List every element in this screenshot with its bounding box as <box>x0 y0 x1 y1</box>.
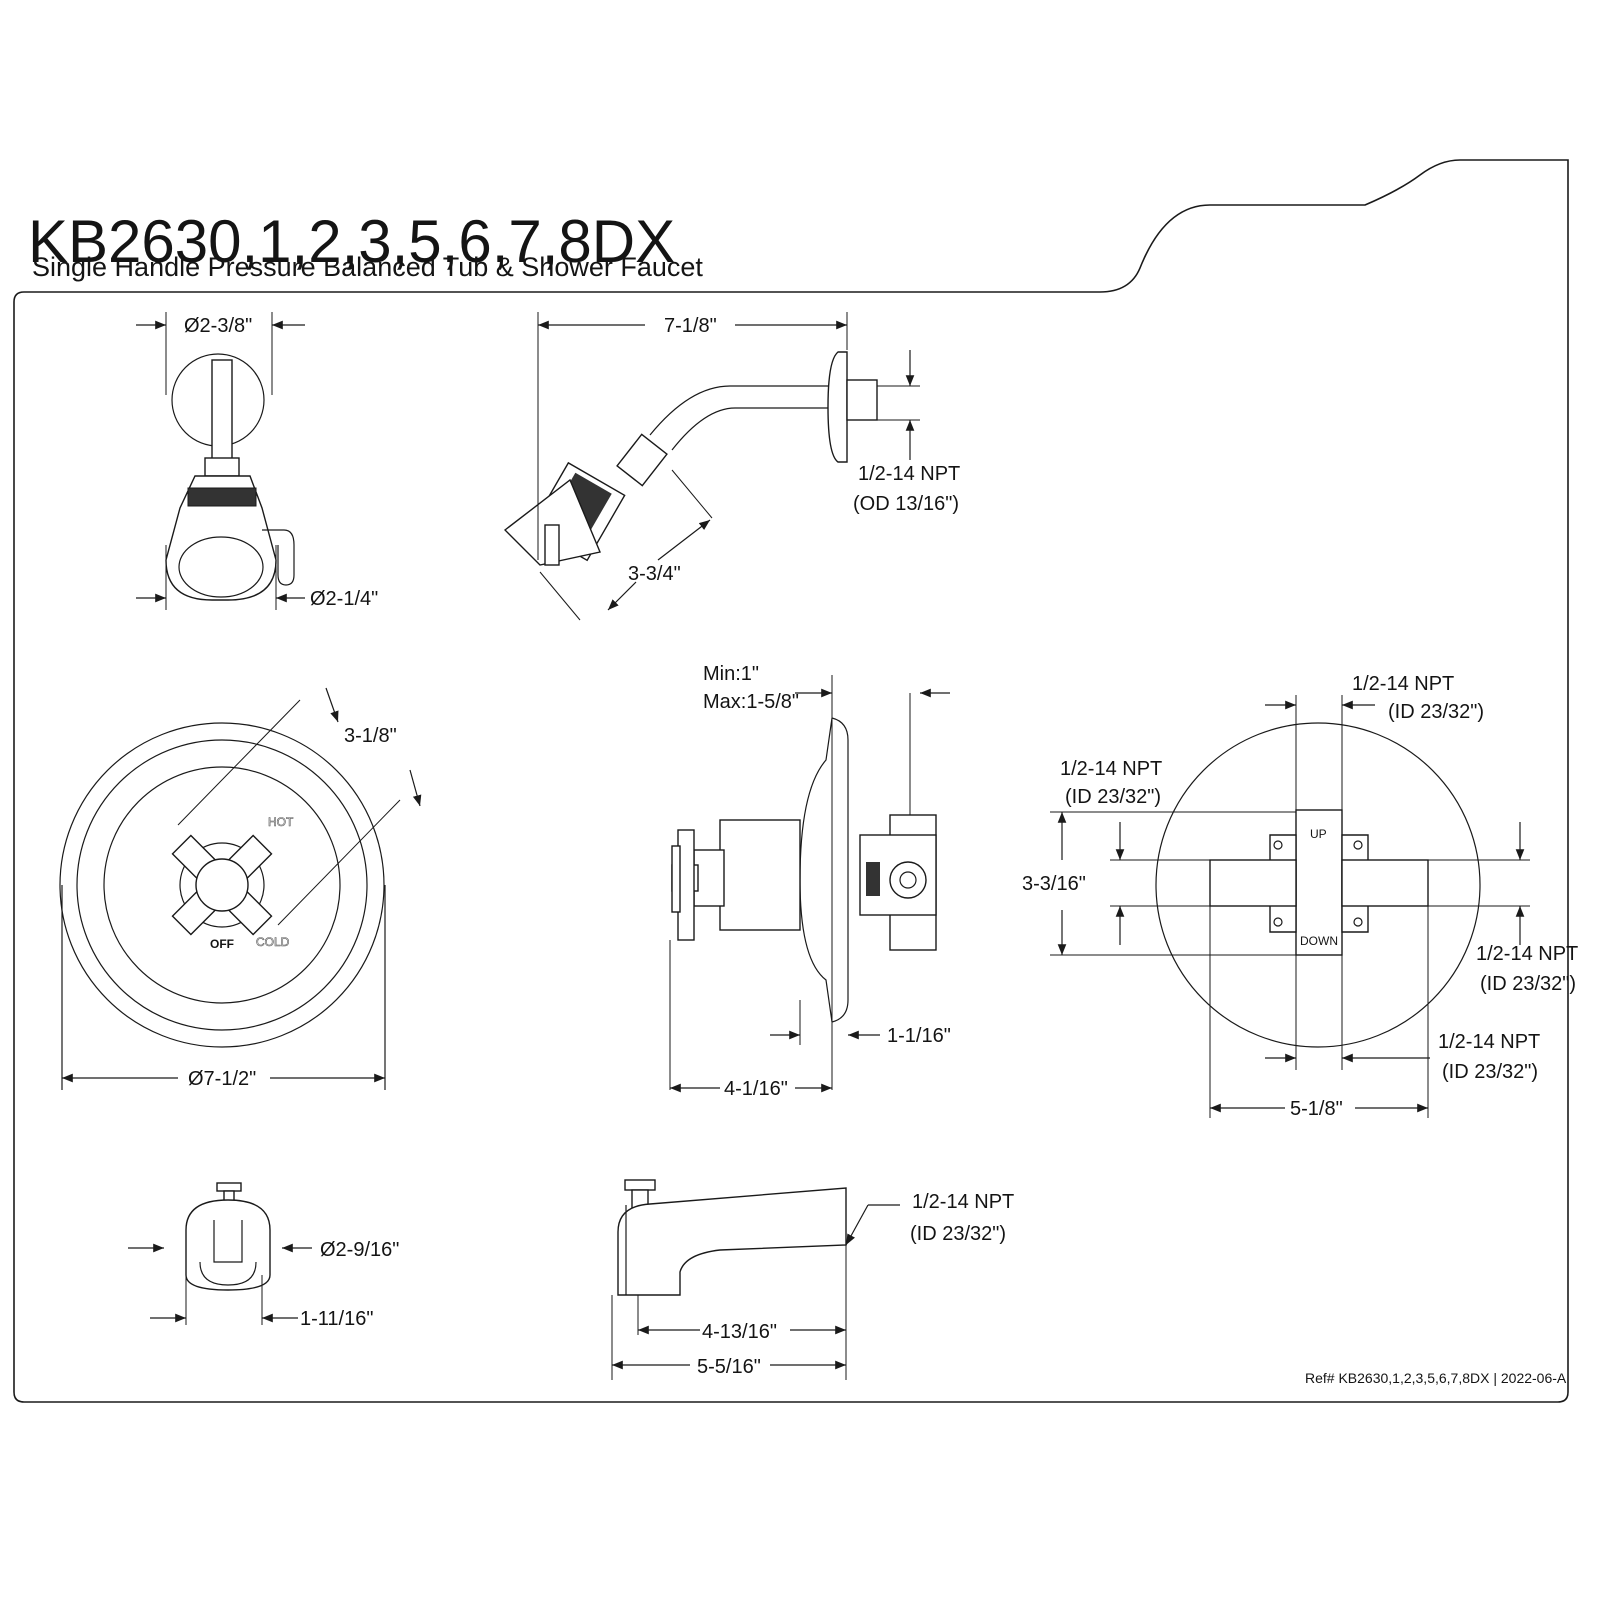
tub-spout-side-view: 1/2-14 NPT (ID 23/32") 4-13/16" 5-5/16" <box>611 1179 1014 1380</box>
off-label: OFF <box>210 937 234 951</box>
hot-label: HOT <box>268 815 294 829</box>
handle-depth-label: 4-1/16" <box>724 1078 788 1100</box>
shower-head-front-view: Ø2-3/8" Ø2-1/4" <box>136 312 378 610</box>
cross-handle <box>171 834 273 936</box>
wall-label-line2: Max:1-5/8" <box>703 691 799 713</box>
body-width-label: 5-1/8" <box>1290 1098 1343 1120</box>
tub-spout-front-view: Ø2-9/16" 1-11/16" <box>128 1182 399 1330</box>
inlet-label-line2: (ID 23/32") <box>910 1223 1006 1245</box>
shower-head-side-view: 7-1/8" 1/2-14 NPT (OD 13/16") 3-3/4" <box>503 312 960 621</box>
thread-label-line2: (OD 13/16") <box>853 493 959 515</box>
top-port-line1: 1/2-14 NPT <box>1352 673 1454 695</box>
port-spacing-label: 3-3/16" <box>1022 873 1086 895</box>
head-length-label: 3-3/4" <box>628 563 681 585</box>
thread-label-line1: 1/2-14 NPT <box>858 463 960 485</box>
handle-span-label: 3-1/8" <box>344 725 397 747</box>
reach-total-label: 5-5/16" <box>697 1356 761 1378</box>
bottom-port-line2: (ID 23/32") <box>1442 1061 1538 1083</box>
down-label: DOWN <box>1300 934 1338 948</box>
arm-length-label: 7-1/8" <box>664 315 717 337</box>
flange-dia-label: Ø2-3/8" <box>184 315 252 337</box>
spout-dia-label: Ø2-9/16" <box>320 1239 399 1261</box>
trim-plate-front-view: HOT OFF COLD 3-1/8" Ø7-1/2" <box>59 687 422 1090</box>
drawing-title: KB2630,1,2,3,5,6,7,8DX <box>28 208 675 275</box>
plate-dia-label: Ø7-1/2" <box>188 1068 256 1090</box>
top-port-line2: (ID 23/32") <box>1388 701 1484 723</box>
cold-label: COLD <box>256 935 290 949</box>
inlet-label-line1: 1/2-14 NPT <box>912 1191 1014 1213</box>
bottom-port-line1: 1/2-14 NPT <box>1438 1031 1540 1053</box>
right-port-line1: 1/2-14 NPT <box>1476 943 1578 965</box>
up-label: UP <box>1310 827 1327 841</box>
valve-body-front-view: UP DOWN 1/2-14 NPT (ID 23/32") 1/2-14 NP… <box>1022 673 1578 1120</box>
plate-gap-label: 1-1/16" <box>887 1025 951 1047</box>
right-port-line2: (ID 23/32") <box>1480 973 1576 995</box>
valve-side-view: Min:1" Max:1-5/8" 1-1/16" 4-1/16" <box>669 663 951 1100</box>
sheet-border <box>13 159 1569 1403</box>
drawing-subtitle: Single Handle Pressure Balanced Tub & Sh… <box>32 252 703 282</box>
spout-width-label: 1-11/16" <box>300 1308 373 1330</box>
reach-inner-label: 4-13/16" <box>702 1321 777 1343</box>
left-port-line1: 1/2-14 NPT <box>1060 758 1162 780</box>
left-port-line2: (ID 23/32") <box>1065 786 1161 808</box>
wall-label-line1: Min:1" <box>703 663 759 685</box>
reference-note: Ref# KB2630,1,2,3,5,6,7,8DX | 2022-06-A <box>1305 1370 1567 1386</box>
head-dia-label: Ø2-1/4" <box>310 588 378 610</box>
